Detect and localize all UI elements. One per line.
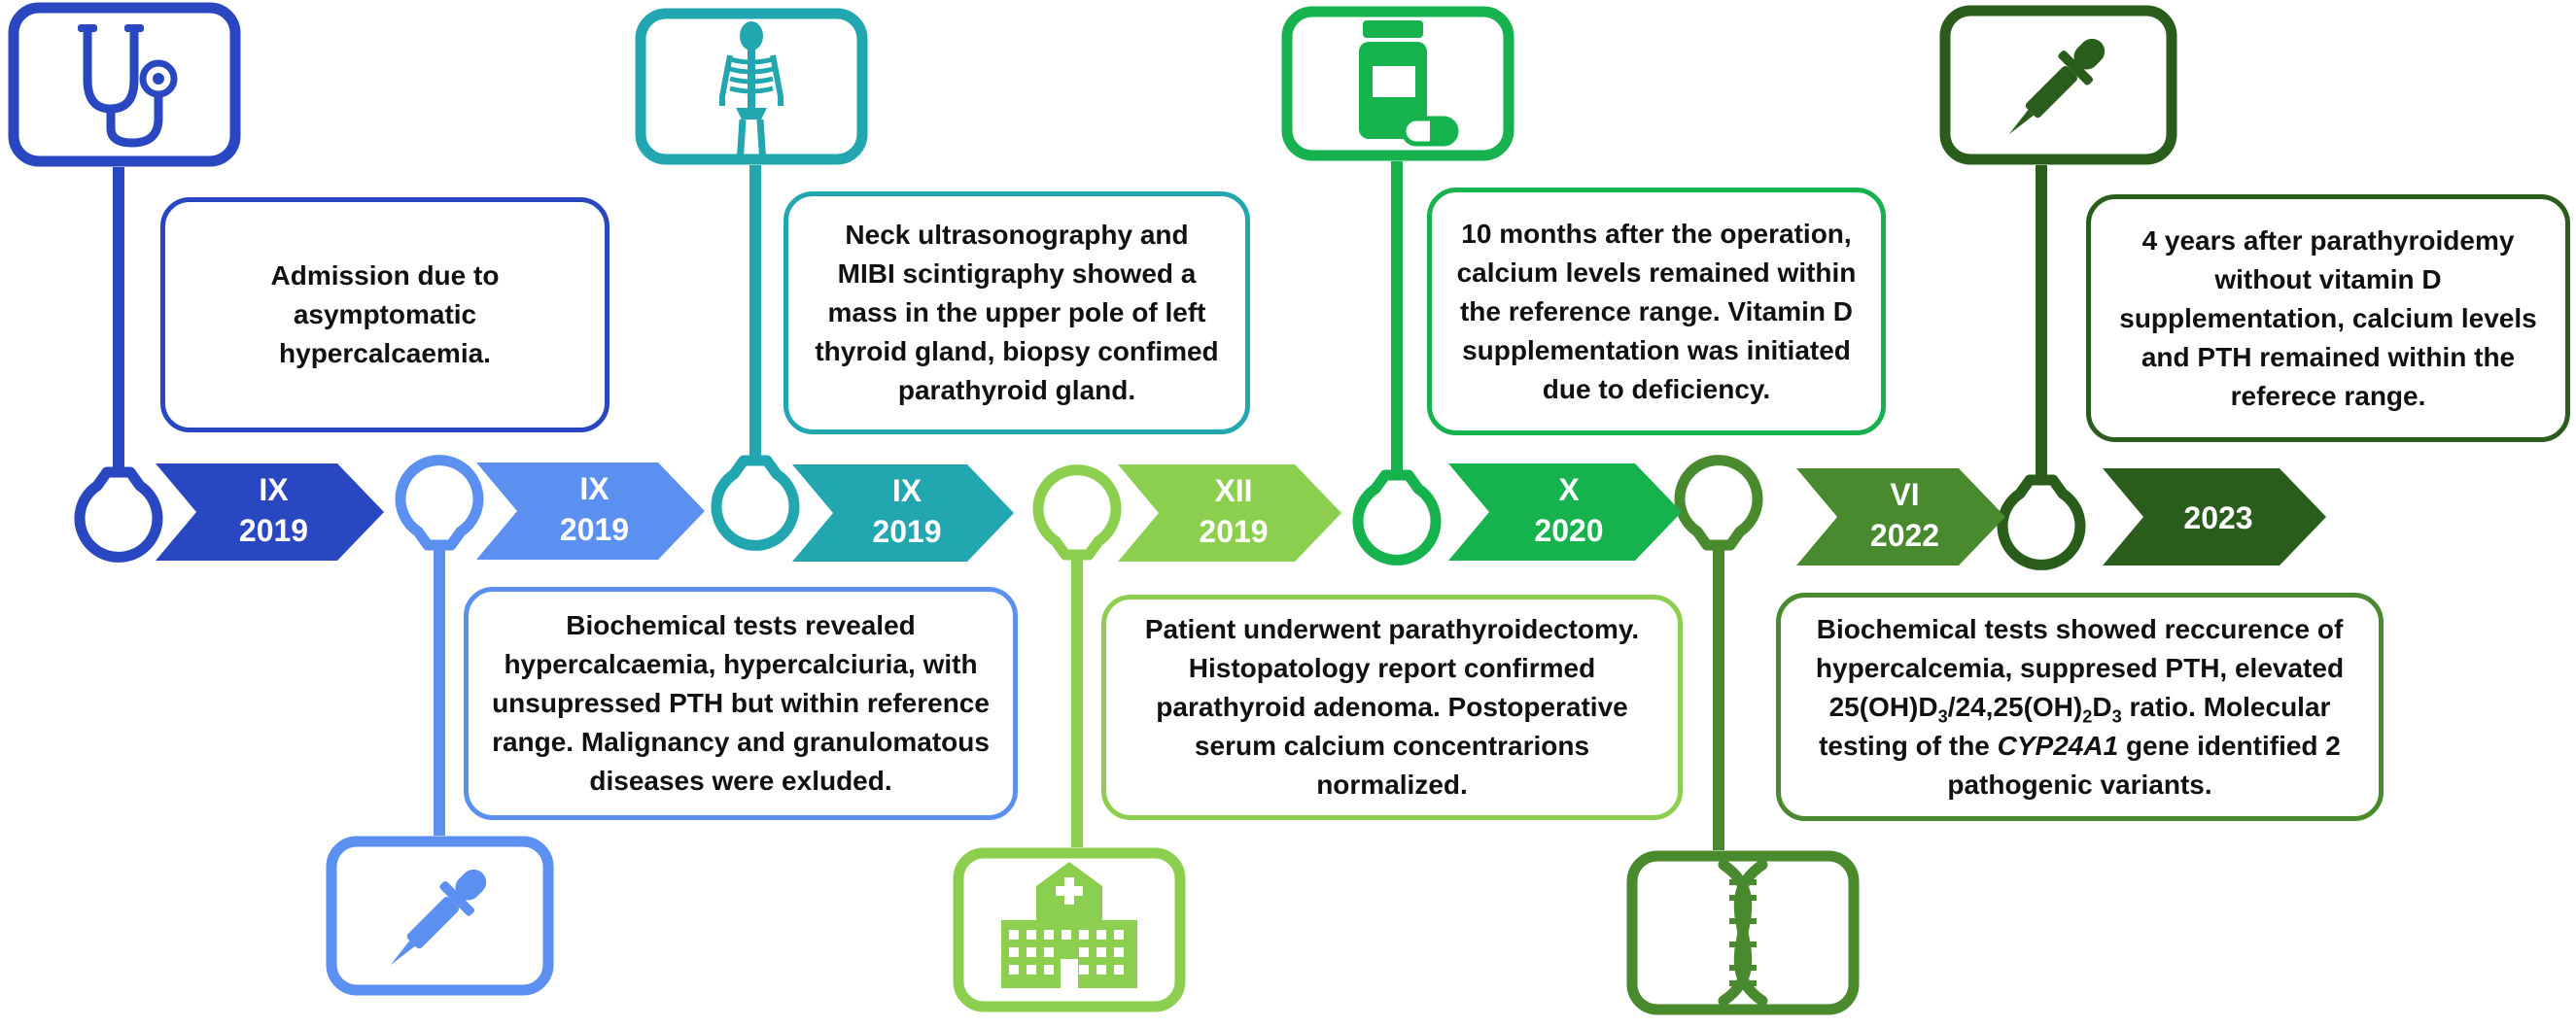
date-year: 2023 (2183, 500, 2252, 535)
event-box-4: Patient underwent parathyroidectomy. His… (1101, 595, 1683, 820)
arrow-shape (2103, 468, 2326, 565)
icon-box-6 (1626, 850, 1860, 1015)
event-text-1: Admission due to asymptomatic hypercalca… (270, 260, 500, 368)
event-text-6-part1: Biochemical tests showed reccurence of h… (1815, 613, 2345, 683)
event-text-6-part3: gene identified 2 pathogenic variants. (1947, 730, 2341, 800)
milestone-1 (74, 167, 163, 563)
event-text-4: Patient underwent parathyroidectomy. His… (1144, 614, 1640, 800)
icon-box-1 (8, 2, 241, 167)
icon-frame (8, 2, 241, 167)
date-year: 2020 (1534, 513, 1603, 548)
date-year: 2019 (239, 513, 308, 548)
milestone-2 (395, 455, 484, 836)
icon-box-2 (326, 836, 554, 996)
timeline-pin (1674, 455, 1763, 551)
date-arrow-5: X 2020 (1448, 463, 1682, 561)
milestone-7 (1997, 165, 2086, 570)
gene-name: CYP24A1 (1997, 730, 2119, 761)
event-box-1: Admission due to asymptomatic hypercalca… (160, 197, 609, 432)
event-text-2: Biochemical tests revealed hypercalcaemi… (492, 610, 990, 796)
hospital-icon (1001, 862, 1137, 988)
arrow-shape (1118, 464, 1341, 562)
milestone-4 (1032, 464, 1122, 847)
timeline-pin (395, 455, 484, 551)
date-year: 2022 (1870, 518, 1939, 553)
event-box-7: 4 years after parathyroidemy without vit… (2086, 194, 2570, 442)
date-year: 2019 (560, 512, 629, 547)
date-arrow-7: 2023 (2103, 468, 2326, 565)
event-box-2: Biochemical tests revealed hypercalcaemi… (464, 587, 1018, 820)
event-text-6: Biochemical tests showed reccurence of h… (1794, 610, 2365, 805)
date-arrow-3: IX 2019 (792, 464, 1014, 562)
event-box-6: Biochemical tests showed reccurence of h… (1776, 593, 2384, 821)
date-year: 2019 (1199, 514, 1268, 549)
arrow-shape (792, 464, 1014, 562)
date-month: VI (1890, 477, 1919, 512)
date-month: IX (259, 472, 289, 507)
icon-box-3 (635, 8, 868, 165)
date-year: 2019 (872, 514, 941, 549)
dropper-icon (2008, 38, 2106, 135)
arrow-shape (476, 463, 705, 560)
timeline-pin (1352, 469, 1442, 565)
date-month: IX (892, 473, 922, 508)
dropper-icon (390, 869, 487, 966)
event-text-6-part2: Molecular testing of the (1819, 691, 2331, 761)
arrow-shape (156, 463, 384, 561)
timeline-pin (74, 466, 163, 563)
arrow-shape (1448, 463, 1682, 561)
icon-box-5 (1281, 6, 1514, 161)
icon-box-4 (953, 847, 1186, 1012)
stethoscope-icon (78, 24, 178, 148)
date-arrow-4: XII 2019 (1118, 464, 1341, 562)
date-month: X (1558, 472, 1580, 507)
icon-box-7 (1939, 5, 2177, 165)
event-text-3: Neck ultrasonography and MIBI scintigrap… (815, 220, 1219, 405)
dna-icon (1718, 859, 1768, 1007)
milestone-5 (1352, 161, 1442, 565)
timeline-pin (1997, 474, 2086, 570)
timeline-pin (1032, 464, 1122, 561)
event-text-7: 4 years after parathyroidemy without vit… (2119, 224, 2537, 411)
event-box-5: 10 months after the operation, calcium l… (1427, 188, 1886, 435)
date-month: IX (579, 471, 609, 506)
event-text-5: 10 months after the operation, calcium l… (1456, 218, 1857, 404)
arrow-shape (1796, 468, 2005, 565)
milestone-3 (711, 165, 800, 551)
date-arrow-6: VI 2022 (1796, 468, 2005, 565)
date-month: XII (1214, 473, 1252, 508)
timeline-pin (711, 455, 800, 551)
ratio-text: 25(OH)D3/24,25(OH)2D3 ratio. (1828, 691, 2196, 727)
date-arrow-1: IX 2019 (156, 463, 384, 561)
medicine-bottle-icon (1359, 20, 1459, 147)
skeleton-icon (719, 21, 783, 165)
milestone-6 (1674, 455, 1763, 850)
event-box-3: Neck ultrasonography and MIBI scintigrap… (783, 191, 1250, 434)
date-arrow-2: IX 2019 (476, 463, 705, 560)
